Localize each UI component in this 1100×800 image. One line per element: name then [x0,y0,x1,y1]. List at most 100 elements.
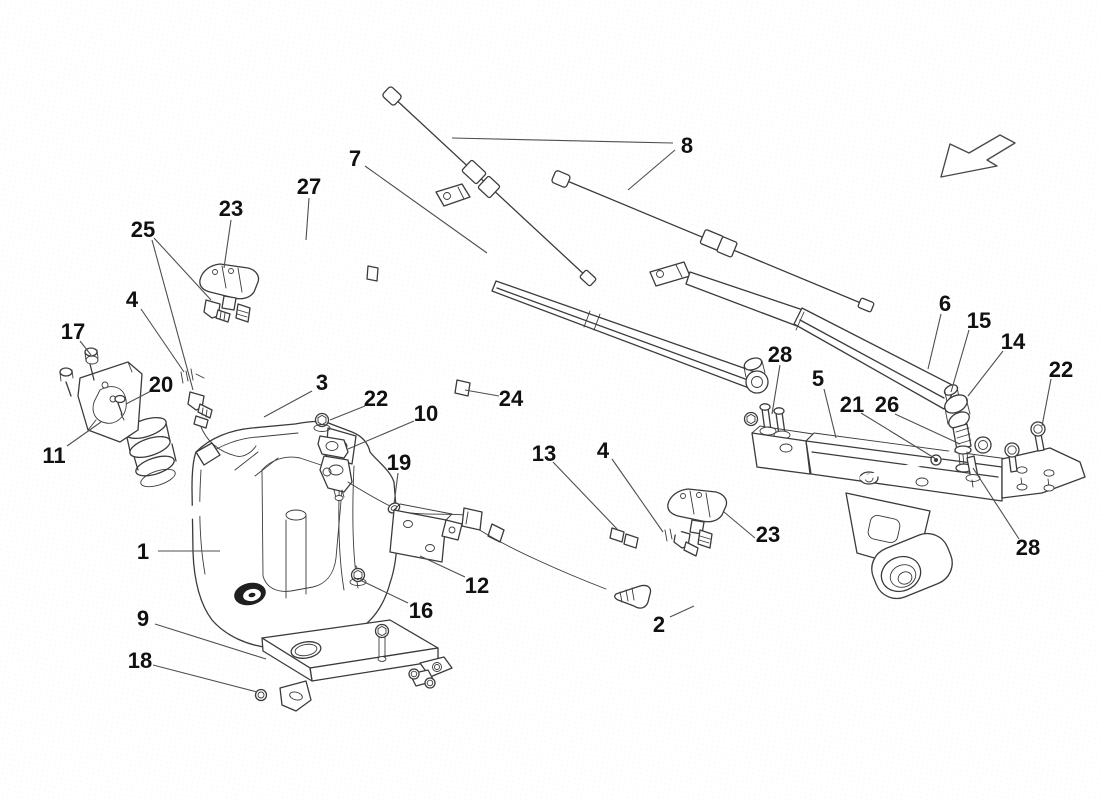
nut-16 [349,565,367,586]
direction-arrow-icon [940,134,1016,178]
leader-line-7 [364,165,488,254]
washer-nozzle-lower-23 [656,488,728,557]
hose-end-fitting [235,303,251,323]
leader-line-15 [950,329,970,393]
leader-line-13 [552,461,619,531]
leader-line-19 [393,472,399,505]
callout-4a: 4 [126,287,139,312]
wiper-arm-right-6 [649,261,972,451]
electrical-plug [461,507,483,531]
washer-nozzle-upper-23 [199,263,260,323]
hose-coupling-13 [609,527,639,549]
callout-23b: 23 [756,522,780,547]
clamp-bracket-11 [59,347,143,443]
callout-21: 21 [840,392,864,417]
callout-10: 10 [414,401,438,426]
callout-11: 11 [42,443,65,468]
hose-2 [487,523,713,686]
motor-drum [871,532,953,600]
leader-line-12 [419,555,466,578]
leader-line-23b [723,511,756,539]
tank-drain-cap [234,582,266,606]
leader-line-28a [771,364,781,415]
elbow-fitting-25-lower [187,391,257,457]
mount-bracket-12 [389,503,463,563]
leader-line-16 [359,579,409,604]
leader-line-9 [154,623,267,660]
leader-line-10 [347,420,415,450]
elbow-fitting-lower [673,529,699,557]
bolt-22-left [313,412,331,432]
bolt-17 [84,347,99,381]
hose-grommet-27 [299,237,745,439]
leader-line-2 [669,605,695,618]
hose-3 [232,384,448,448]
callout-8: 8 [681,133,693,158]
right-mount-plate [1001,421,1086,499]
leader-line-28b [972,467,1020,540]
wiper-blade-left [382,86,597,287]
callout-19: 19 [387,450,411,475]
leader-line-8-1 [627,149,676,191]
leader-line-5 [823,388,837,439]
leader-line-14 [967,350,1004,397]
callout-13: 13 [532,441,556,466]
callout-23a: 23 [219,196,243,221]
filler-neck-and-cap [125,416,207,520]
bolt-18 [254,688,268,702]
washer-fluid-tank [191,420,398,656]
arm-pivot-head [743,357,769,394]
callout-14: 14 [1001,329,1026,354]
callout-25: 25 [131,217,155,242]
washer-hoses [232,237,745,686]
callout-3: 3 [316,370,328,395]
pump-bracket-10 [317,435,349,459]
leader-line-4b [611,458,664,533]
callout-26: 26 [875,392,899,417]
callout-7: 7 [349,146,361,171]
callout-28b: 28 [1016,535,1040,560]
callout-4b: 4 [597,438,610,463]
leader-line-4a [140,308,185,373]
stud-28-right [965,455,981,488]
leader-line-8 [451,137,674,144]
callout-5: 5 [812,366,824,391]
callout-15: 15 [967,308,991,333]
leader-line-27 [305,197,310,241]
elbow-fitting-25-upper [203,299,231,323]
studs-28-left [743,403,791,440]
leader-line-20 [125,390,152,405]
callout-18: 18 [128,648,152,673]
washer-pump-group [313,412,607,590]
callout-28a: 28 [768,342,792,367]
leader-line-3 [263,390,313,418]
leader-line-24 [464,389,500,397]
plate-bolt [1004,442,1020,473]
callout-22a: 22 [364,386,388,411]
callout-6: 6 [939,291,951,316]
callout-1: 1 [137,539,149,564]
hose-nozzle-feed [241,320,612,535]
callout-22b: 22 [1049,357,1073,382]
callout-27: 27 [297,174,321,199]
blade-clip [461,159,487,185]
leader-line-22b [1041,378,1052,427]
leader-line-25 [153,237,212,301]
callout-17: 17 [61,319,85,344]
callout-16: 16 [409,598,433,623]
callout-12: 12 [465,573,489,598]
bolt-left [59,367,74,397]
hose-end-fitting-lower [697,529,713,549]
ribbed-elbow-connector [614,584,652,609]
leader-line-21 [860,412,937,460]
stud-20 [114,394,126,421]
check-valve-4-right [656,525,682,542]
wiper-blade-right [551,170,875,313]
wiper-arm-left-7 [435,183,769,394]
leader-line-6 [927,313,942,370]
callout-9: 9 [137,606,149,631]
wiper-motor-assembly-5 [743,403,1086,600]
check-valve-4-left [172,367,205,384]
